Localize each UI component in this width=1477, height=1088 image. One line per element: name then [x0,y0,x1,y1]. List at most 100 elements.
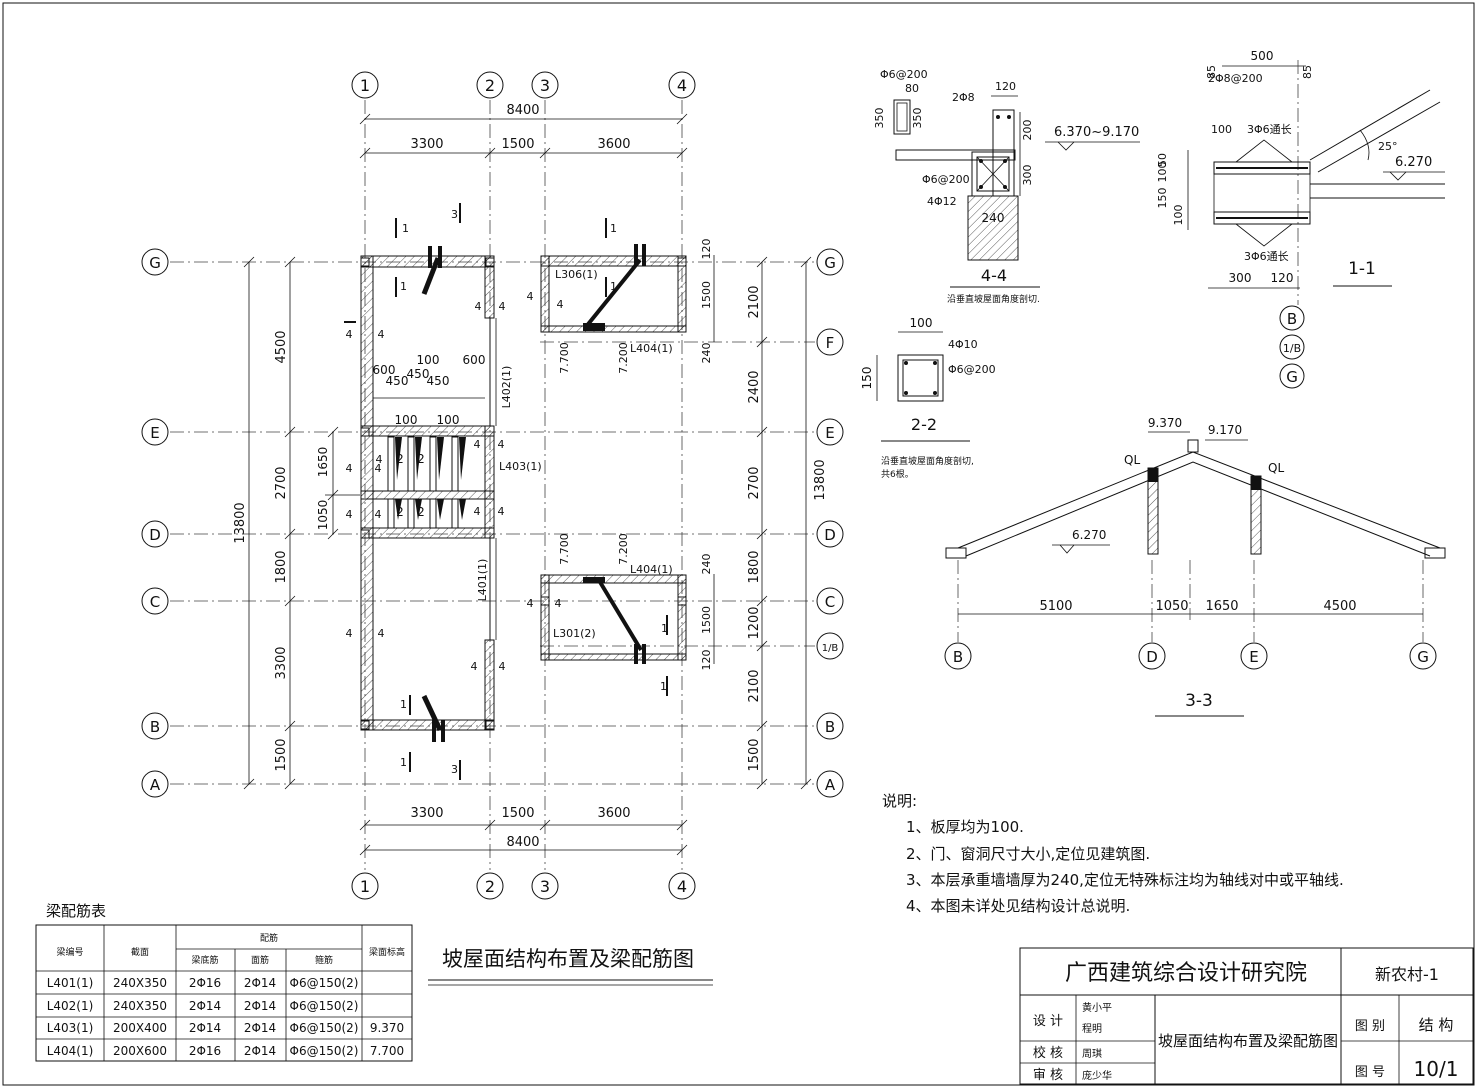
svg-text:L402(1): L402(1) [47,999,94,1013]
svg-text:L404(1): L404(1) [630,342,673,355]
svg-text:13800: 13800 [813,459,828,500]
svg-text:G: G [1417,648,1429,666]
axis-3-top: 3 [540,76,550,95]
svg-text:600: 600 [373,363,396,377]
svg-text:L404(1): L404(1) [47,1044,94,1058]
svg-text:4: 4 [346,627,353,640]
section-2-2-note-2: 共6根。 [881,468,914,480]
plan-dimensions-top: 8400 3300 1500 3600 [359,103,688,159]
svg-text:350: 350 [911,108,924,129]
axis-1-bottom: 1 [360,877,370,896]
svg-text:2-2: 2-2 [911,415,937,434]
svg-text:E: E [150,424,159,442]
svg-text:4: 4 [499,660,506,673]
svg-text:100: 100 [395,413,418,427]
svg-text:E: E [1249,648,1258,666]
axis-2-top: 2 [485,76,495,95]
svg-text:200X600: 200X600 [113,1044,167,1058]
svg-text:4: 4 [555,597,562,610]
svg-text:G: G [149,254,161,272]
svg-text:120: 120 [995,80,1016,93]
svg-text:13800: 13800 [233,502,248,543]
svg-text:梁面标高: 梁面标高 [369,946,405,958]
svg-text:4: 4 [557,298,564,311]
svg-text:2700: 2700 [274,466,289,499]
svg-text:L306(1): L306(1) [555,268,598,281]
svg-text:4500: 4500 [274,330,289,363]
plan-roof-ribs: 600 450 100 450 450 600 100 100 2 2 2 2 [373,353,485,529]
table-cell: L401(1) [47,976,94,990]
svg-text:2Φ14: 2Φ14 [244,1044,276,1058]
svg-text:1500: 1500 [700,281,713,309]
section-4-4-detail: Φ6@200 80 350 350 2Φ8 120 200 300 6.370~… [873,68,1140,305]
svg-text:2400: 2400 [747,370,762,403]
svg-text:300: 300 [1229,271,1252,285]
section-1-1-detail: 500 85 85 2Φ8@200 100 3Φ6通长 25° 50 100 1… [1156,49,1445,389]
svg-text:1800: 1800 [747,550,762,583]
svg-text:Φ6@200: Φ6@200 [948,363,996,376]
svg-text:周琪: 周琪 [1082,1047,1102,1060]
svg-text:80: 80 [905,82,919,95]
svg-text:8400: 8400 [506,103,539,118]
svg-text:A: A [150,776,161,794]
svg-text:1: 1 [400,698,407,711]
section-2-2-note-1: 沿垂直坡屋面角度剖切, [881,455,974,467]
svg-text:4: 4 [375,508,382,521]
axis-4-bottom: 4 [677,877,687,896]
svg-text:2Φ14: 2Φ14 [189,1021,221,1035]
svg-text:3300: 3300 [410,806,443,821]
svg-text:Φ6@150(2): Φ6@150(2) [290,976,359,990]
svg-text:350: 350 [873,108,886,129]
svg-text:F: F [826,334,835,352]
svg-text:100: 100 [1211,123,1232,136]
svg-text:1-1: 1-1 [1348,259,1376,279]
svg-text:1500: 1500 [747,738,762,771]
axis-2-bottom: 2 [485,877,495,896]
svg-text:4: 4 [378,627,385,640]
svg-text:3Φ6通长: 3Φ6通长 [1247,123,1292,136]
svg-text:B: B [150,718,160,736]
svg-text:240: 240 [982,211,1005,225]
svg-text:6.270: 6.270 [1395,155,1432,170]
svg-text:梁配筋表: 梁配筋表 [46,902,106,920]
svg-text:3600: 3600 [597,806,630,821]
svg-text:1: 1 [400,280,407,293]
svg-text:1: 1 [660,680,667,693]
svg-text:4: 4 [475,300,482,313]
section-3-3-detail: 9.370 9.170 QL QL 6.270 5100 1050 1650 4… [944,416,1446,717]
svg-text:1: 1 [610,280,617,293]
svg-text:2Φ14: 2Φ14 [244,1021,276,1035]
svg-text:3Φ6通长: 3Φ6通长 [1244,250,1289,263]
svg-text:2Φ14: 2Φ14 [244,999,276,1013]
axis-bubbles-right: G F E D C 1/B B A [816,248,844,798]
svg-text:4: 4 [376,453,383,466]
svg-text:新农村-1: 新农村-1 [1375,965,1439,984]
svg-text:2: 2 [417,452,425,466]
svg-text:1200: 1200 [747,606,762,639]
svg-text:沿垂直坡屋面角度剖切.: 沿垂直坡屋面角度剖切. [947,293,1040,305]
svg-text:梁底筋: 梁底筋 [191,954,218,966]
svg-text:100: 100 [1156,162,1169,183]
svg-text:100: 100 [910,316,933,330]
svg-text:说明:: 说明: [882,792,917,810]
axis-bubbles-top: 1 2 3 4 [351,71,696,99]
svg-text:9.170: 9.170 [1208,423,1242,437]
svg-text:2Φ14: 2Φ14 [189,999,221,1013]
svg-text:1650: 1650 [1205,599,1238,614]
svg-text:120: 120 [1271,271,1294,285]
svg-text:L403(1): L403(1) [499,460,542,473]
svg-text:300: 300 [1021,165,1034,186]
general-notes: 说明: 1、板厚均为100. 2、门、窗洞尺寸大小,定位见建筑图. 3、本层承重… [882,792,1344,915]
svg-text:C: C [825,593,835,611]
svg-text:庞少华: 庞少华 [1082,1069,1112,1082]
svg-text:240X350: 240X350 [113,999,167,1013]
svg-text:配筋: 配筋 [260,932,278,944]
svg-text:4: 4 [346,462,353,475]
svg-text:150: 150 [860,367,874,390]
svg-text:坡屋面结构布置及梁配筋图: 坡屋面结构布置及梁配筋图 [442,947,694,971]
svg-text:4: 4 [474,505,481,518]
svg-text:3-3: 3-3 [1185,691,1213,711]
svg-text:1500: 1500 [501,137,534,152]
svg-text:4: 4 [471,660,478,673]
